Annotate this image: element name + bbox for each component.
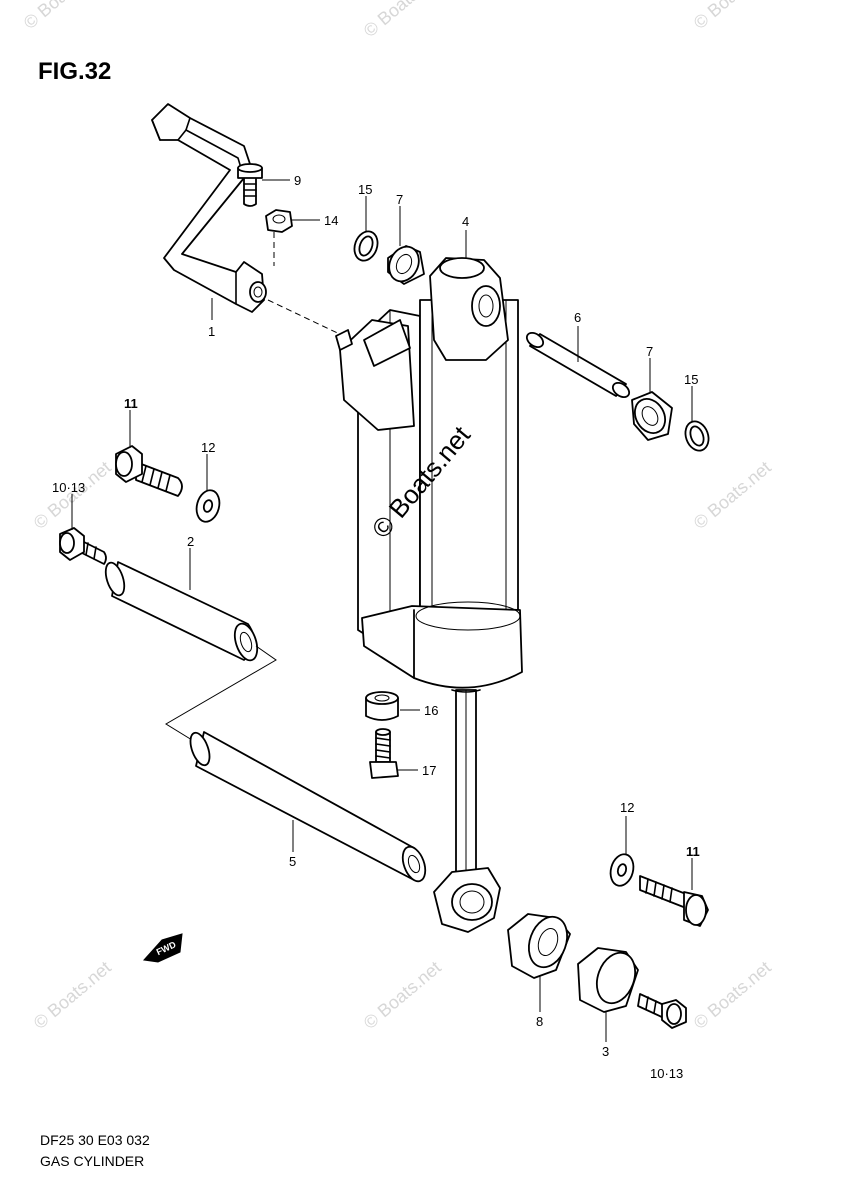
part-9-bolt: [237, 163, 263, 207]
callout-1: 1: [208, 324, 215, 339]
part-11-bolt-right: [639, 875, 709, 927]
callout-14: 14: [324, 213, 338, 228]
part-12-washer-left: [195, 489, 221, 523]
callout-5: 5: [289, 854, 296, 869]
callout-9: 9: [294, 173, 301, 188]
part-11-bolt-left: [115, 445, 183, 497]
watermark: © Boats.net: [360, 0, 445, 41]
watermark: © Boats.net: [690, 457, 775, 533]
part-14-nut: [265, 209, 293, 233]
callout-10-13: 10·13: [52, 480, 85, 495]
leader-lines: [71, 179, 693, 1042]
part-1-bracket: [151, 103, 349, 339]
part-15-circlip-right: [684, 420, 710, 452]
watermark: © Boats.net: [360, 957, 445, 1033]
callout-7: 7: [646, 344, 653, 359]
callout-4: 4: [462, 214, 469, 229]
alternate-part-leader: [165, 645, 277, 741]
callout-3: 3: [602, 1044, 609, 1059]
callout-6: 6: [574, 310, 581, 325]
part-10-13-bolt-left: [59, 527, 107, 565]
watermark: © Boats.net: [690, 957, 775, 1033]
forward-direction-marker: FWD: [143, 933, 183, 963]
part-7-bushing-right: [631, 391, 673, 441]
callout-16: 16: [424, 703, 438, 718]
part-5-long-tube: [189, 731, 427, 883]
callout-15: 15: [684, 372, 698, 387]
callout-labels: 1 2 3 4 5 6 7 7 8 9 10·13 10·13 11 11 12…: [52, 173, 700, 1081]
callout-10-13: 10·13: [650, 1066, 683, 1081]
callout-2: 2: [187, 534, 194, 549]
part-3-collar: [577, 947, 639, 1013]
part-16-collar: [365, 691, 399, 721]
watermark: © Boats.net: [20, 0, 105, 33]
callout-15: 15: [358, 182, 372, 197]
callout-7: 7: [396, 192, 403, 207]
figure-title: FIG.32: [38, 58, 111, 85]
part-12-washer-right: [609, 853, 635, 887]
part-2-spacer-tube: [104, 561, 259, 662]
forward-arrow-icon: [143, 933, 183, 963]
watermark: © Boats.net: [30, 957, 115, 1033]
part-8-bushing: [507, 913, 571, 979]
callout-12: 12: [620, 800, 634, 815]
callout-12: 12: [201, 440, 215, 455]
watermark: © Boats.net: [690, 0, 775, 33]
callout-8: 8: [536, 1014, 543, 1029]
figure-name: GAS CYLINDER: [40, 1153, 144, 1169]
part-10-13-bolt-right: [637, 993, 687, 1029]
part-7-bushing-top: [387, 245, 425, 285]
part-15-circlip-top: [353, 230, 379, 262]
callout-11: 11: [124, 396, 138, 411]
callout-17: 17: [422, 763, 436, 778]
figure-code: DF25 30 E03 032: [40, 1132, 150, 1148]
part-4-gas-cylinder: [335, 257, 523, 933]
part-6-pin: [525, 331, 631, 399]
callout-11: 11: [686, 844, 700, 859]
part-17-bolt: [369, 728, 399, 779]
